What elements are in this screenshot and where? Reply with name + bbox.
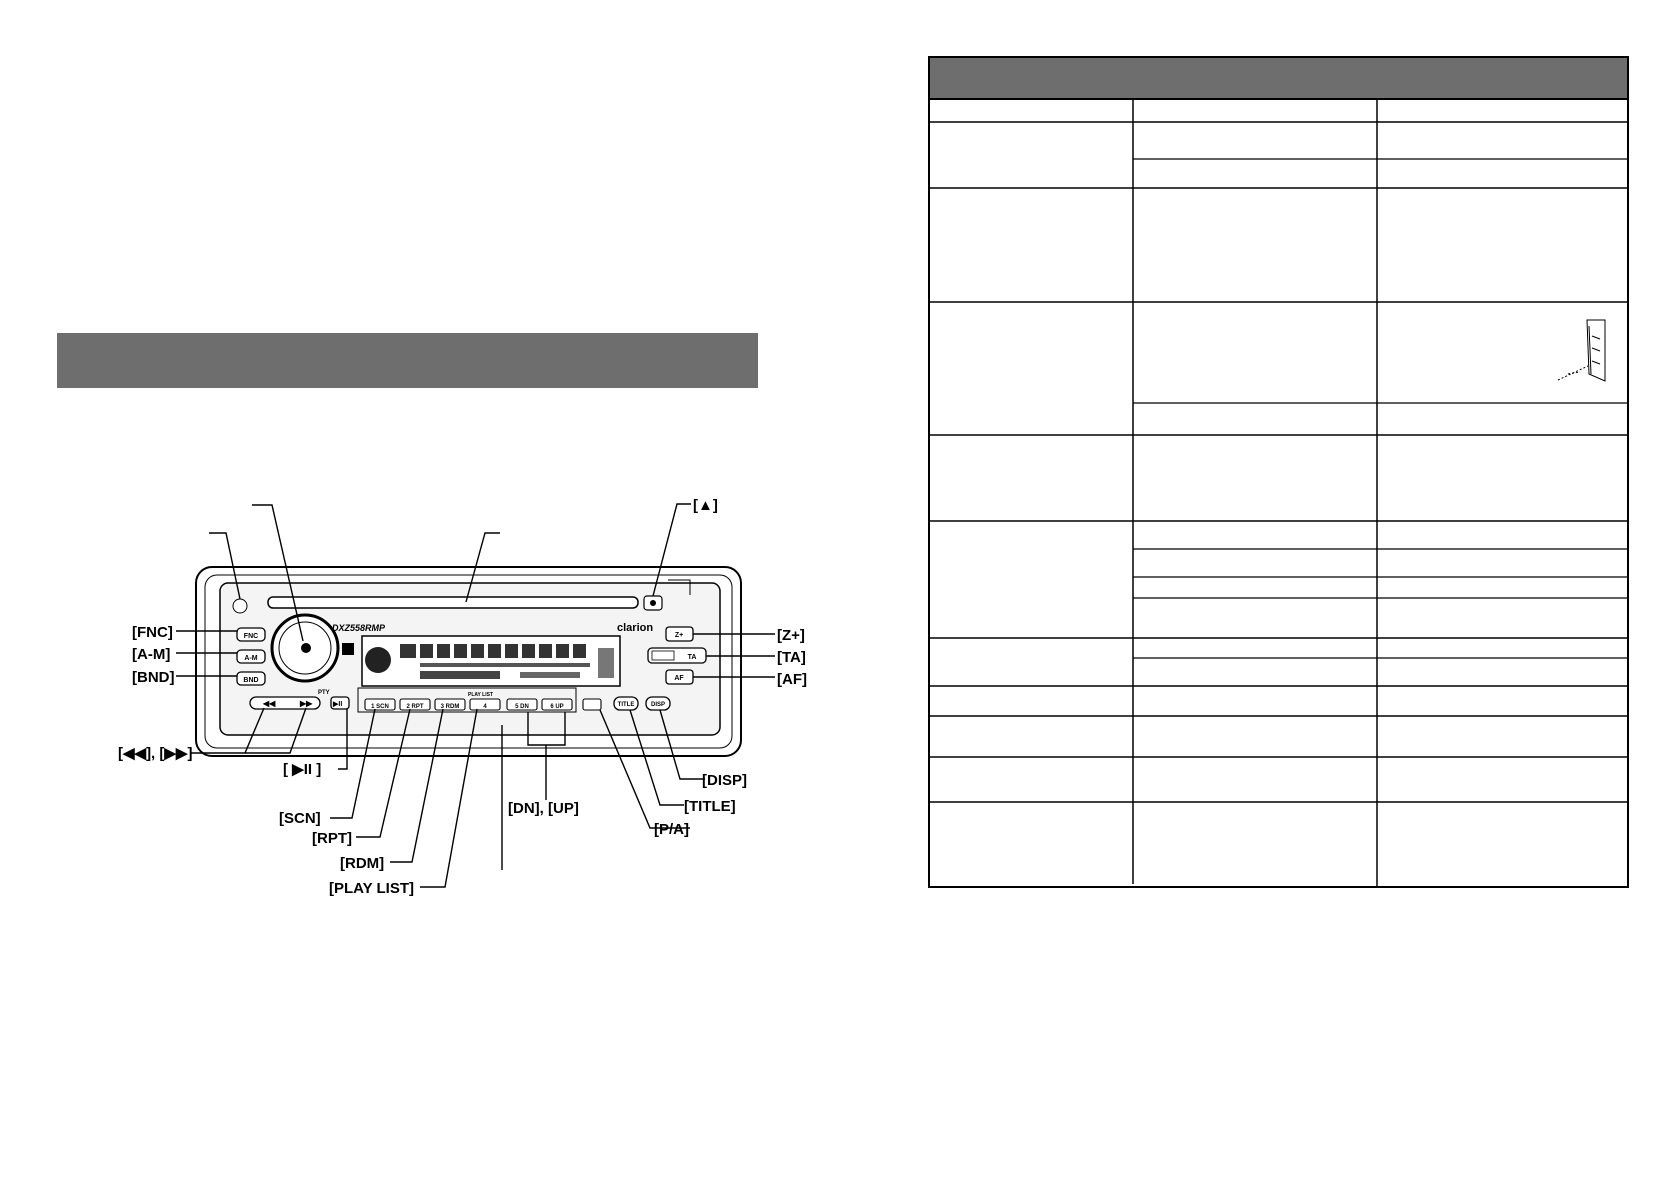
svg-text:TA: TA [688,654,697,661]
zplus-button[interactable]: Z+ [665,626,694,642]
callout-zplus: [Z+] [777,627,805,644]
disp-button[interactable]: DISP [645,696,671,711]
callout-playlist: [PLAY LIST] [329,880,414,897]
svg-text:◀◀: ◀◀ [262,699,276,708]
table-header-bar [928,56,1629,100]
faceplate-inner-frame [204,574,733,749]
svg-text:TITLE: TITLE [618,702,635,708]
svg-text:▶▶: ▶▶ [299,699,313,708]
disc-slot [267,596,639,609]
callout-rdm: [RDM] [340,855,384,872]
car-stereo-diagram: DXZ558RMP clarion FNC A-M BND [118,497,807,897]
cell-illustration [1557,319,1606,382]
preset-button-1[interactable]: 1 SCN [364,698,396,711]
svg-text:1 SCN: 1 SCN [371,704,389,710]
callout-eject: [▲] [693,497,718,514]
callout-dnup: [DN], [UP] [508,800,579,817]
callout-scn: [SCN] [279,810,321,827]
fnc-button[interactable]: FNC [236,627,266,642]
preset-button-3[interactable]: 3 RDM [434,698,466,711]
play-pause-button[interactable]: ▶II [330,696,350,710]
callout-am: [A-M] [132,646,170,663]
svg-text:Z+: Z+ [675,632,683,639]
brand-label: clarion [617,622,653,634]
title-button[interactable]: TITLE [613,696,639,711]
svg-text:BND: BND [243,677,258,684]
preset-button-2[interactable]: 2 RPT [399,698,431,711]
pa-button[interactable] [582,698,602,711]
callout-bnd: [BND] [132,669,175,686]
svg-text:FNC: FNC [244,633,258,640]
preset-button-4[interactable]: 4 [469,698,501,711]
svg-text:▶II: ▶II [332,701,342,708]
callout-rpt: [RPT] [312,830,352,847]
section-header-banner [57,333,758,388]
callout-skip: [◀◀], [▶▶] [118,745,192,762]
svg-text:DISP: DISP [651,702,665,708]
table-grid [928,100,1629,888]
model-label: DXZ558RMP [332,623,386,633]
bnd-button[interactable]: BND [236,671,266,686]
preset-button-5[interactable]: 5 DN [506,698,538,711]
svg-text:2 RPT: 2 RPT [406,704,423,710]
svg-text:5 DN: 5 DN [515,704,529,710]
preset-button-6[interactable]: 6 UP [541,698,573,711]
pty-label: PTY [318,690,330,696]
release-button [232,598,248,614]
callout-pa: [P/A] [654,821,689,838]
ta-button[interactable]: TA [647,647,707,664]
callout-title: [TITLE] [684,798,736,815]
playlist-label: PLAY LIST [468,692,493,698]
callout-ta: [TA] [777,649,806,666]
skip-buttons[interactable]: ◀◀ ▶▶ [249,696,321,710]
svg-text:AF: AF [674,675,684,682]
svg-text:A-M: A-M [244,655,257,662]
display-segments [365,644,614,679]
preset-panel [357,687,577,713]
callout-af: [AF] [777,671,807,688]
troubleshooting-table [928,56,1629,888]
callout-disp: [DISP] [702,772,747,789]
svg-text:3 RDM: 3 RDM [441,704,460,710]
svg-text:4: 4 [483,704,487,710]
svg-text:6 UP: 6 UP [550,704,563,710]
af-button[interactable]: AF [665,669,694,685]
am-button[interactable]: A-M [236,649,266,664]
callout-play-pause: [ ▶II ] [283,761,321,778]
callout-fnc: [FNC] [132,624,173,641]
